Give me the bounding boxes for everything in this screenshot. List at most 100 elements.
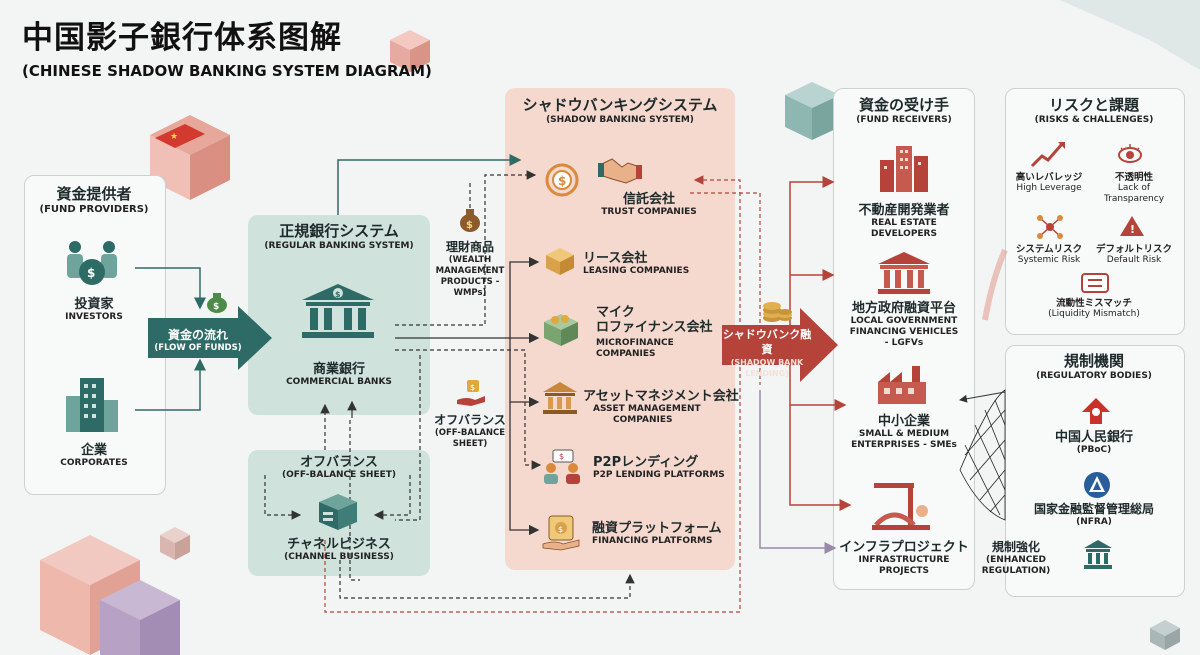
shadow-lending-label-en1: (SHADOW BANK (730, 358, 804, 367)
leverage-label-en: High Leverage (1016, 183, 1082, 193)
lgfv-label-en1: LOCAL GOVERNMENT (850, 316, 958, 326)
investors-icon: $ (67, 241, 117, 285)
shadow-lending-label: シャドウバンク融資 (722, 328, 812, 356)
liquidity-label: 流動性ミスマッチ (1056, 298, 1132, 309)
wmp-label-en3: PRODUCTS - (440, 277, 500, 287)
lgfv-label-en2: FINANCING VEHICLES (849, 327, 959, 337)
real-estate-label-en2: DEVELOPERS (871, 229, 937, 239)
infrastructure-label-en2: PROJECTS (879, 566, 929, 576)
leverage-chart-icon (1030, 142, 1065, 168)
nfra-label: 国家金融監督管理総局 (1033, 502, 1154, 516)
microfinance-label-en2: COMPANIES (596, 349, 656, 359)
enhanced-regulation-label: 規制強化 (991, 540, 1040, 554)
trust-cycle-icon: $ (545, 163, 579, 197)
leverage-label: 高いレバレッジ (1015, 172, 1083, 183)
page-subtitle: (CHINESE SHADOW BANKING SYSTEM DIAGRAM) (22, 62, 432, 80)
channel-business-label-en: (CHANNEL BUSINESS) (284, 552, 394, 562)
obs-side-label-en1: (OFF-BALANCE (434, 428, 506, 438)
real-estate-label-en1: REAL ESTATE (871, 218, 937, 228)
sme-label-en2: ENTERPRISES - SMEs (851, 440, 957, 450)
systemic-risk-label: システムリスク (1015, 244, 1083, 255)
shadow-banking-subtitle: (SHADOW BANKING SYSTEM) (546, 115, 694, 125)
svg-text:!: ! (1130, 223, 1135, 236)
financing-platforms-label-en: FINANCING PLATFORMS (592, 536, 713, 546)
leasing-companies-label-en: LEASING COMPANIES (583, 266, 690, 276)
lgfv-label: 地方政府融資平台 (851, 301, 956, 316)
corporates-label: 企業 (80, 443, 107, 458)
hand-coin-icon: $ (457, 380, 485, 406)
leasing-companies-label: リース会社 (583, 251, 648, 266)
risks-subtitle: (RISKS & CHALLENGES) (1034, 115, 1154, 125)
obs-side-label-en2: SHEET) (452, 439, 488, 449)
regular-banking-subtitle: (REGULAR BANKING SYSTEM) (264, 241, 414, 251)
svg-text:$: $ (466, 220, 473, 231)
sme-label: 中小企業 (877, 414, 930, 429)
asset-management-icon (543, 382, 577, 414)
svg-text:$: $ (558, 174, 566, 188)
page-title: 中国影子銀行体系图解 (22, 20, 342, 56)
regulators-panel (1005, 345, 1185, 597)
fund-providers-panel (24, 175, 166, 495)
p2p-people-icon: $ (544, 449, 580, 484)
handshake-icon (598, 158, 642, 184)
sme-factory-icon (878, 366, 926, 404)
flow-of-funds-label-en: (FLOW OF FUNDS) (154, 343, 242, 353)
network-icon (1037, 215, 1063, 239)
pboc-label: 中国人民銀行 (1054, 430, 1133, 445)
trust-companies-label: 信託会社 (622, 192, 675, 207)
infrastructure-label-en1: INFRASTRUCTURE (858, 555, 950, 565)
coins-icon (763, 302, 792, 322)
enhanced-regulation-label-en2: REGULATION) (981, 566, 1051, 576)
risks-title: リスクと課題 (1048, 96, 1139, 114)
shadow-lending-label-en2: LENDING) (745, 369, 789, 378)
leasing-box-icon (546, 248, 574, 275)
financing-platform-icon: $ (542, 515, 580, 551)
enhanced-regulation-label-en1: (ENHANCED (985, 555, 1047, 565)
bank-icon: $ (302, 284, 374, 338)
liquidity-label-en: (Liquidity Mismatch) (1048, 309, 1140, 319)
nfra-logo-icon (1084, 472, 1110, 498)
svg-text:$: $ (470, 383, 475, 392)
regulation-net (959, 389, 1006, 521)
corporates-icon (66, 378, 118, 432)
money-bag-icon: $ (207, 293, 227, 313)
regulator-building-icon (1084, 540, 1112, 569)
risks-panel (1005, 88, 1185, 335)
trust-companies-label-en: TRUST COMPANIES (601, 207, 697, 217)
government-building-icon (878, 252, 930, 294)
fund-receivers-panel (833, 88, 975, 590)
microfinance-label: マイク (596, 305, 635, 320)
obs-panel-label-en: (OFF-BALANCE SHEET) (281, 470, 397, 480)
wmp-label-en2: MANAGEMENT (435, 266, 505, 276)
transparency-label-en: Lack of (1117, 183, 1151, 193)
shadow-banking-title: シャドウバンキングシステム (522, 96, 718, 114)
obs-side-label: オフバランス (434, 413, 506, 427)
microfinance-box-icon (544, 314, 578, 346)
svg-text:★: ★ (170, 132, 178, 142)
liquidity-icon (1081, 273, 1109, 293)
regulators-subtitle: (REGULATORY BODIES) (1036, 371, 1152, 381)
lgfv-label-en3: - LGFVs (884, 338, 924, 348)
investors-label-en: INVESTORS (65, 312, 123, 322)
svg-text:$: $ (87, 266, 95, 280)
regular-banking-title: 正規銀行システム (279, 222, 399, 240)
microfinance-label-en: MICROFINANCE (596, 338, 674, 348)
systemic-risk-label-en: Systemic Risk (1017, 255, 1081, 265)
transparency-label: 不透明性 (1114, 172, 1153, 183)
corporates-label-en: CORPORATES (60, 458, 128, 468)
eye-icon (1118, 144, 1142, 163)
pboc-label-en: (PBoC) (1076, 445, 1112, 455)
commercial-banks-label: 商業銀行 (312, 362, 365, 377)
real-estate-icon (880, 146, 928, 192)
pboc-logo-icon (1082, 398, 1110, 424)
wmp-label-en4: WMPs) (453, 288, 487, 298)
fund-providers-title: 資金提供者 (56, 185, 132, 203)
real-estate-label: 不動産開発業者 (858, 203, 950, 218)
obs-panel-label: オフバランス (300, 455, 378, 470)
wmp-label-en1: (WEALTH (448, 255, 492, 265)
svg-text:$: $ (335, 290, 341, 299)
default-risk-label: デフォルトリスク (1095, 244, 1172, 255)
svg-text:$: $ (558, 525, 563, 534)
asset-management-label-en: ASSET MANAGEMENT (593, 404, 701, 414)
